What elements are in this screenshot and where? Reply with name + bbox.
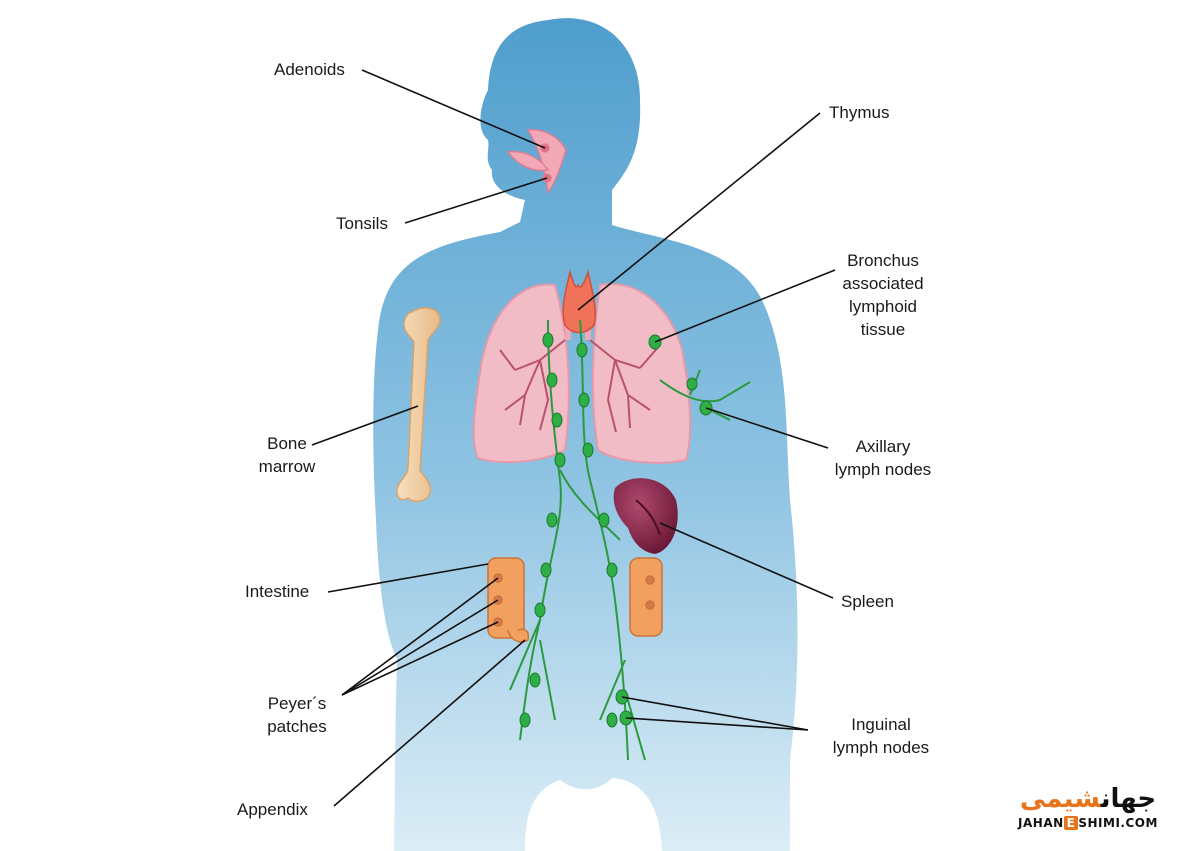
logo-fa-main: جهان <box>1100 784 1157 814</box>
label-line: Bone <box>267 434 307 453</box>
left-lung <box>472 283 570 464</box>
label-appendix: Appendix <box>237 800 308 819</box>
logo-persian-text: جهانشیمی <box>1008 784 1168 814</box>
logo-en-left: JAHAN <box>1018 816 1064 830</box>
body-silhouette <box>373 18 798 851</box>
label-line: lymph nodes <box>834 460 932 479</box>
label-line: Bronchus <box>847 251 919 270</box>
label-spleen: Spleen <box>841 592 894 611</box>
logo-en-right: SHIMI.COM <box>1078 816 1158 830</box>
label-axillary-lymph-nodes: Axillary lymph nodes <box>824 435 942 481</box>
label-peyers-patches: Peyer´s patches <box>256 692 338 738</box>
label-line: marrow <box>258 457 316 476</box>
label-adenoids: Adenoids <box>274 60 345 79</box>
right-lung <box>591 283 692 464</box>
logo-en-mid: E <box>1063 816 1079 830</box>
spleen <box>613 478 678 554</box>
bone-marrow-bone <box>396 307 441 503</box>
lungs <box>472 283 692 464</box>
label-line: tissue <box>860 320 906 339</box>
label-line: lymph nodes <box>832 738 930 757</box>
label-tonsils: Tonsils <box>336 214 388 233</box>
label-line: lymphoid <box>848 297 918 316</box>
label-inguinal-lymph-nodes: Inguinal lymph nodes <box>822 713 940 759</box>
label-thymus: Thymus <box>829 103 890 122</box>
lymph-nodes <box>519 332 713 728</box>
label-intestine: Intestine <box>245 582 310 601</box>
leader-lines <box>311 69 836 807</box>
label-line: Inguinal <box>851 715 911 734</box>
label-line: Peyer´s <box>267 694 327 713</box>
label-line: Axillary <box>855 437 911 456</box>
label-line: patches <box>267 717 327 736</box>
thymus <box>562 269 597 334</box>
logo-fa-accent: شیمی <box>1019 784 1101 814</box>
label-bronchus-associated-lymphoid-tissue: Bronchus associated lymphoid tissue <box>835 249 931 341</box>
label-line: associated <box>842 274 924 293</box>
label-bone-marrow: Bone marrow <box>246 432 328 478</box>
